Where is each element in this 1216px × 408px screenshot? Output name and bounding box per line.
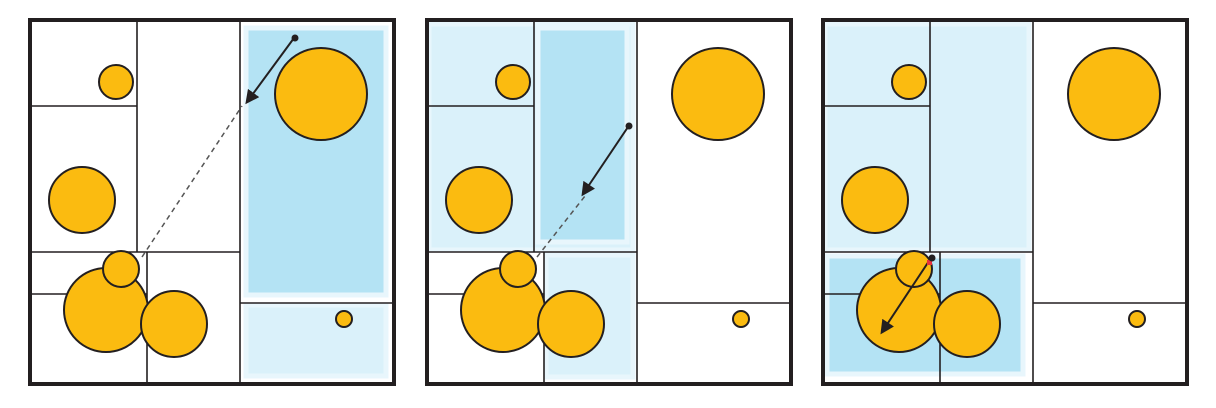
panel-3 <box>821 18 1189 386</box>
circle-1 <box>495 64 531 100</box>
panel-1 <box>28 18 396 386</box>
ray-hit-marker <box>927 260 932 265</box>
panel-frame <box>821 18 1189 386</box>
ray-dashed-extension <box>536 195 586 258</box>
highlight-left-upper-right-strong <box>535 25 630 245</box>
circle-4 <box>933 290 1001 358</box>
circle-6 <box>671 47 765 141</box>
circle-4 <box>537 290 605 358</box>
ray-arrow <box>880 257 932 335</box>
panel-frame <box>425 18 793 386</box>
circle-1 <box>891 64 927 100</box>
circle-6 <box>274 47 368 141</box>
circle-7 <box>335 310 353 328</box>
panel-2 <box>425 18 793 386</box>
circle-2 <box>48 166 116 234</box>
ray-origin <box>291 34 299 42</box>
ray-origin <box>928 254 936 262</box>
circle-1 <box>98 64 134 100</box>
ray-arrow <box>245 37 295 105</box>
circle-2 <box>841 166 909 234</box>
ray-origin <box>625 122 633 130</box>
circle-7 <box>732 310 750 328</box>
circle-6 <box>1067 47 1161 141</box>
circle-5 <box>102 250 140 288</box>
ray-dashed-extension <box>141 105 243 258</box>
ray-arrow <box>581 126 629 197</box>
circle-4 <box>140 290 208 358</box>
circle-5 <box>895 250 933 288</box>
circle-7 <box>1128 310 1146 328</box>
circle-5 <box>499 250 537 288</box>
highlight-right-lower-light <box>243 302 389 379</box>
circle-2 <box>445 166 513 234</box>
panel-frame <box>28 18 396 386</box>
